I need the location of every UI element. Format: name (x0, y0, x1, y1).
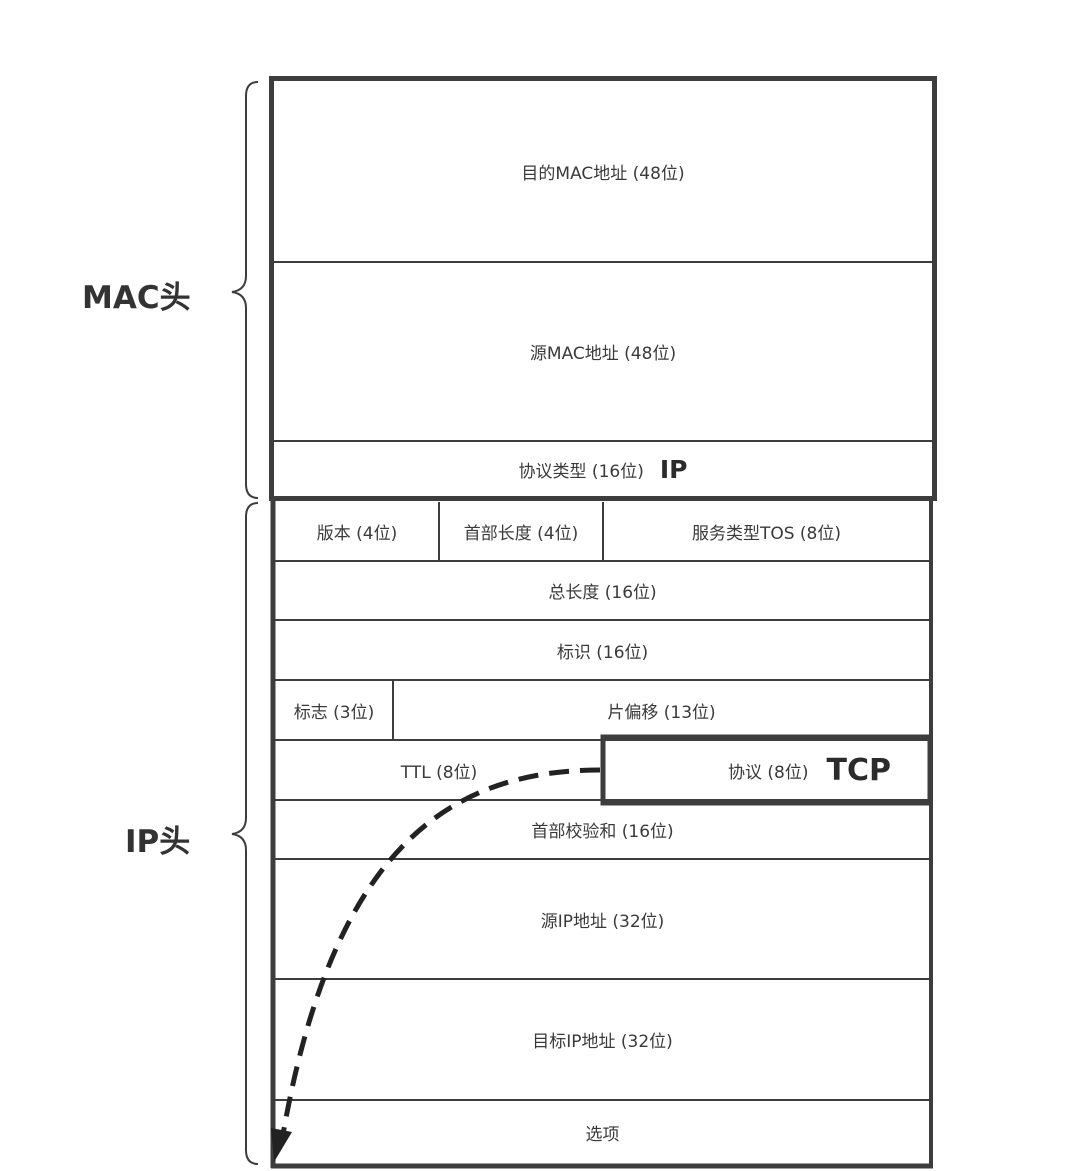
tos-field: 服务类型TOS (8位) (691, 524, 842, 544)
mac-header-box (269, 76, 937, 501)
protocol-label: 协议 (8位) (728, 762, 809, 783)
protocol-type-label: 协议类型 (16位) (518, 461, 644, 482)
protocol-highlight-box (600, 734, 933, 806)
dst-ip-field: 目标IP地址 (32位) (532, 1032, 673, 1052)
total-length-field: 总长度 (16位) (548, 583, 657, 603)
flags-field: 标志 (3位) (293, 702, 375, 723)
header-length-field: 首部长度 (4位) (463, 524, 579, 544)
src-mac-field: 源MAC地址 (48位) (529, 344, 677, 364)
ip-brace (231, 502, 259, 1165)
mac-brace (231, 81, 259, 499)
version-field: 版本 (4位) (316, 524, 398, 544)
tcp-tag: TCP (826, 752, 891, 788)
protocol-type-field: 协议类型 (16位) IP (274, 441, 932, 497)
dashed-arrow (279, 767, 601, 1141)
dest-mac-field: 目的MAC地址 (48位) (521, 164, 685, 184)
ip-header-label: IP头 (125, 824, 191, 860)
ttl-field: TTL (8位) (400, 762, 478, 783)
mac-header-label: MAC头 (82, 280, 191, 316)
ip-tag: IP (659, 454, 688, 484)
arrow-head (271, 1128, 292, 1162)
options-field: 选项 (585, 1124, 620, 1145)
checksum-field: 首部校验和 (16位) (531, 822, 674, 842)
identification-field: 标识 (16位) (556, 642, 649, 663)
src-ip-field: 源IP地址 (32位) (540, 911, 665, 932)
fragment-offset-field: 片偏移 (13位) (607, 702, 716, 723)
protocol-field: 协议 (8位) TCP (606, 740, 927, 800)
